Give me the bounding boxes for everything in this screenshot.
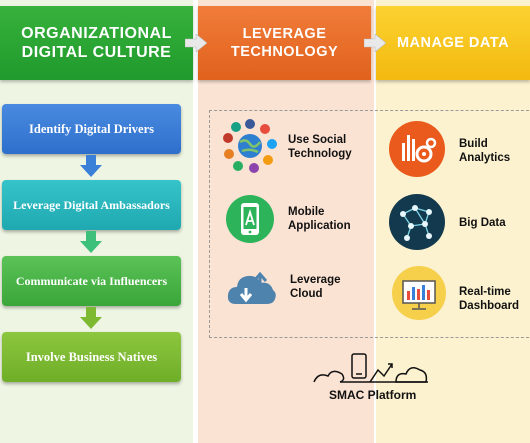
- step-label: Identify Digital Drivers: [29, 121, 154, 136]
- smac-frame: [209, 110, 530, 338]
- smac-platform-icon: [313, 353, 428, 383]
- social-network-globe-icon: [223, 119, 277, 173]
- mobile-app-icon: [226, 195, 274, 243]
- cloud-upload-icon: [227, 271, 276, 304]
- header-organizational-digital-culture: ORGANIZATIONAL DIGITAL CULTURE: [0, 6, 193, 80]
- build-analytics-label: Build Analytics: [459, 138, 511, 164]
- dashboard-chart-icon: [392, 266, 446, 320]
- analytics-gears-icon: [389, 121, 445, 177]
- right-arrow-icon: [364, 34, 386, 52]
- down-arrow-icon: [80, 307, 102, 329]
- step-communicate-via-influencers: Communicate via Influencers: [2, 256, 181, 306]
- step-leverage-digital-ambassadors: Leverage Digital Ambassadors: [2, 180, 181, 230]
- header-label: ORGANIZATIONAL DIGITAL CULTURE: [21, 25, 172, 61]
- big-data-network-icon: [389, 194, 445, 250]
- right-arrow-icon: [185, 34, 207, 52]
- use-social-technology-label: Use Social Technology: [288, 134, 352, 160]
- header-manage-data: MANAGE DATA: [376, 6, 530, 80]
- down-arrow-icon: [80, 231, 102, 253]
- down-arrow-icon: [80, 155, 102, 177]
- real-time-dashboard-label: Real-time Dashboard: [459, 286, 520, 312]
- header-label: LEVERAGE TECHNOLOGY: [230, 26, 339, 60]
- mobile-application-label: Mobile Application: [288, 206, 351, 232]
- big-data-label: Big Data: [459, 217, 506, 229]
- step-identify-digital-drivers: Identify Digital Drivers: [2, 104, 181, 154]
- step-label: Involve Business Natives: [25, 349, 158, 364]
- step-label: Leverage Digital Ambassadors: [13, 197, 170, 212]
- step-label: Communicate via Influencers: [15, 273, 168, 288]
- header-leverage-technology: LEVERAGE TECHNOLOGY: [198, 6, 371, 80]
- header-label: MANAGE DATA: [396, 35, 510, 51]
- step-involve-business-natives: Involve Business Natives: [2, 332, 181, 382]
- smac-platform-label: SMAC Platform: [329, 388, 417, 402]
- leverage-cloud-label: Leverage Cloud: [290, 274, 341, 300]
